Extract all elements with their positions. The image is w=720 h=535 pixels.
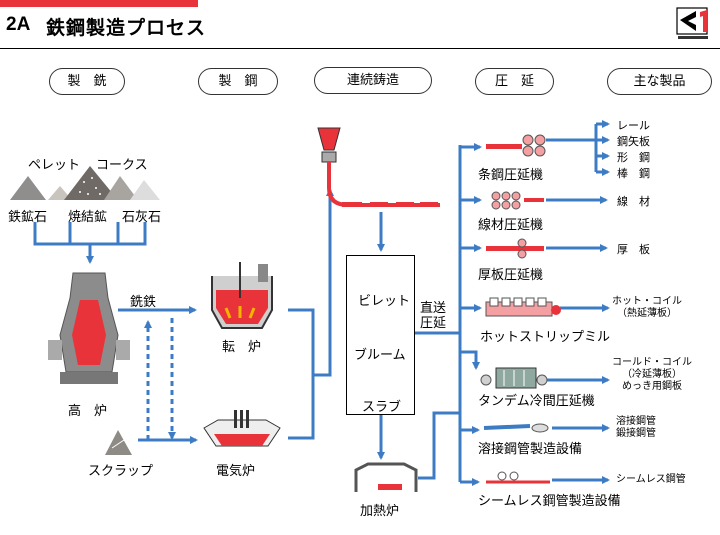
label-converter: 転 炉: [222, 340, 262, 355]
label-direct-rolling: 直送 圧延: [420, 301, 447, 331]
tandem-cold-mill-icon: [480, 367, 548, 389]
welded-pipe-icon: [483, 423, 549, 433]
label-bloom: ブルーム: [354, 348, 406, 363]
header-accent-bar: [0, 0, 198, 7]
label-scrap: スクラップ: [88, 464, 154, 479]
label-pig-iron: 銑鉄: [130, 295, 157, 310]
stage-steelmaking: 製 鋼: [198, 68, 278, 95]
converter-icon: [211, 262, 273, 329]
label-plate-mill: 厚板圧延機: [478, 268, 544, 283]
label-iron-ore: 鉄鉱石: [8, 210, 48, 225]
stage-main-products: 主な製品: [607, 68, 712, 95]
label-welded-pipe-facility: 溶接鋼管製造設備: [478, 442, 583, 457]
label-pellet: ペレット: [28, 158, 81, 173]
label-electric-furnace: 電気炉: [216, 464, 256, 479]
product-welded-pipe: 溶接鋼管 鍛接鋼管: [616, 416, 656, 439]
product-plate: 厚 板: [617, 243, 650, 256]
semi-products-box: [346, 255, 415, 415]
reheating-furnace-icon: [354, 462, 418, 492]
page-title: 鉄鋼製造プロセス: [46, 17, 207, 39]
product-cold-coil: コールド・コイル （冷延薄板） めっき用鋼板: [612, 357, 692, 392]
seamless-pipe-icon: [486, 471, 550, 484]
wire-rod-mill-icon: [491, 191, 544, 210]
hot-strip-mill-icon: [485, 297, 561, 317]
blast-furnace-icon: [48, 272, 130, 384]
product-wire-rod: 線 材: [617, 195, 650, 208]
coke-pile-icon: [64, 166, 118, 200]
header-divider: [0, 48, 720, 49]
section-code: 2A: [6, 14, 31, 35]
bar-mill-icon: [486, 134, 546, 157]
label-wire-rod-mill: 線材圧延機: [478, 218, 544, 233]
scrap-pile-icon: [105, 430, 132, 455]
plate-mill-icon: [486, 238, 544, 259]
product-shape-steel: 形 鋼: [617, 151, 650, 164]
stage-ironmaking: 製 銑: [49, 68, 125, 95]
label-hot-strip-mill: ホットストリップミル: [480, 330, 611, 345]
label-tandem-cold-mill: タンデム冷間圧延機: [478, 394, 595, 409]
pellet-pile-icon: [10, 176, 72, 200]
label-seamless-pipe-facility: シームレス鋼管製造設備: [478, 494, 621, 509]
continuous-caster-icon: [317, 127, 440, 207]
stage-rolling: 圧 延: [475, 68, 554, 95]
label-slab: スラブ: [362, 400, 402, 415]
label-coke: コークス: [96, 158, 148, 173]
label-bar-mill: 条鋼圧延機: [478, 168, 544, 183]
product-bar-steel: 棒 鋼: [617, 167, 650, 180]
product-seamless-pipe: シームレス鋼管: [616, 474, 686, 485]
limestone-pile-icon: [104, 176, 160, 200]
product-sheet-pile: 鋼矢板: [617, 135, 650, 148]
label-reheating-furnace: 加熱炉: [360, 504, 400, 519]
electric-furnace-icon: [203, 410, 281, 447]
company-logo: [676, 7, 708, 39]
product-hot-coil: ホット・コイル （熱延薄板）: [612, 296, 682, 319]
label-blast-furnace: 高 炉: [68, 404, 108, 419]
label-billet: ビレット: [358, 294, 411, 309]
label-sinter: 焼結鉱: [68, 210, 108, 225]
stage-continuous-casting: 連続鋳造: [314, 67, 432, 94]
product-rail: レール: [617, 119, 650, 132]
label-limestone: 石灰石: [122, 210, 162, 225]
